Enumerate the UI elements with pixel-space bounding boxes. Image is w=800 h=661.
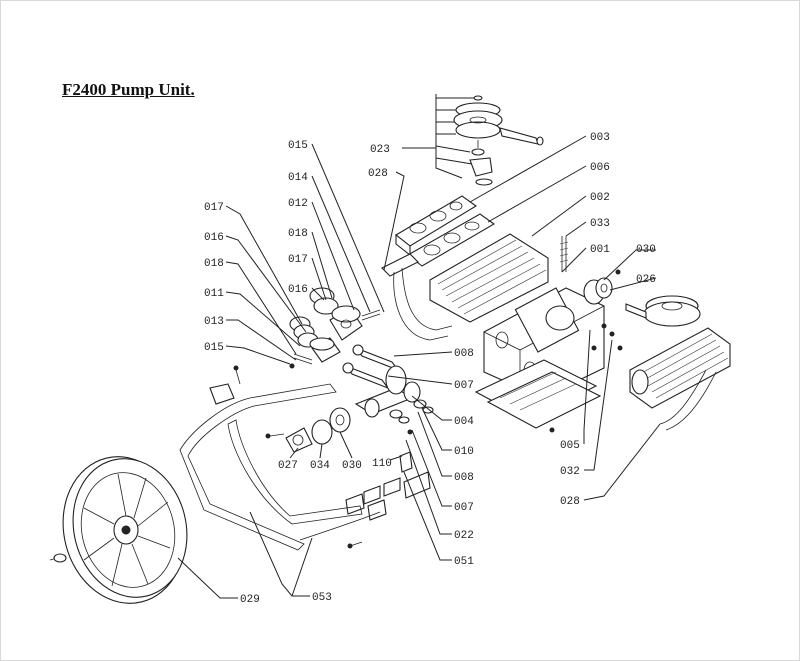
callout-017-left: 017 — [204, 202, 224, 214]
callout-029: 029 — [240, 594, 260, 606]
callout-012: 012 — [288, 198, 308, 210]
callout-022: 022 — [454, 530, 474, 542]
piston-small — [309, 337, 341, 363]
callout-053: 053 — [312, 592, 332, 604]
bearing-seal-left — [265, 407, 351, 453]
motor-pulley — [625, 295, 701, 327]
callout-003: 003 — [590, 132, 610, 144]
callout-030-left: 030 — [342, 460, 362, 472]
callout-017-right: 017 — [288, 254, 308, 266]
callout-032: 032 — [560, 466, 580, 478]
bearing-seal-right — [583, 269, 621, 305]
callout-007-top: 007 — [454, 380, 474, 392]
callout-010: 010 — [454, 446, 474, 458]
sump-plate — [474, 359, 602, 433]
callout-002: 002 — [590, 192, 610, 204]
callout-028-bottom: 028 — [560, 496, 580, 508]
callout-004: 004 — [454, 416, 474, 428]
callout-028-top: 028 — [368, 168, 388, 180]
callout-011: 011 — [204, 288, 224, 300]
long-screw — [559, 236, 569, 272]
piston-ring-stack — [289, 287, 339, 348]
callout-007-bottom: 007 — [454, 502, 474, 514]
callout-030-right: 030 — [636, 244, 656, 256]
cylinder-head-cover — [395, 195, 477, 257]
cylinder-block — [429, 233, 549, 323]
callout-014: 014 — [288, 172, 308, 184]
diagram-title: F2400 Pump Unit. — [62, 80, 195, 99]
callout-013: 013 — [204, 316, 224, 328]
crankcase — [483, 287, 605, 399]
callout-016-right: 016 — [288, 284, 308, 296]
callout-110: 110 — [372, 458, 392, 470]
callout-005: 005 — [560, 440, 580, 452]
callout-006: 006 — [590, 162, 610, 174]
callout-001: 001 — [590, 244, 610, 256]
flywheel — [49, 456, 188, 604]
crankshaft — [354, 365, 421, 418]
callout-018-right: 018 — [288, 228, 308, 240]
callout-015-left: 015 — [204, 342, 224, 354]
callout-034: 034 — [310, 460, 330, 472]
callout-033: 033 — [590, 218, 610, 230]
electric-motor — [629, 327, 731, 431]
callout-027: 027 — [278, 460, 298, 472]
belt-guard-frame — [179, 365, 381, 551]
head-gasket — [381, 253, 453, 341]
callout-051: 051 — [454, 556, 474, 568]
leader-lines — [177, 94, 661, 599]
small-fasteners-right — [591, 323, 623, 351]
callout-026: 026 — [636, 274, 656, 286]
unloader-pulley-assembly — [453, 95, 544, 186]
callout-015-top: 015 — [288, 140, 308, 152]
piston-large — [329, 305, 363, 341]
callout-016-left: 016 — [204, 232, 224, 244]
callout-018-left: 018 — [204, 258, 224, 270]
callout-023: 023 — [370, 144, 390, 156]
callout-labels: 003 006 002 033 001 030 026 023 028 015 … — [204, 132, 656, 606]
gudgeon-pins — [289, 309, 381, 369]
callout-008-bottom: 008 — [454, 472, 474, 484]
crank-small-parts — [389, 399, 434, 435]
callout-008-top: 008 — [454, 348, 474, 360]
connecting-rods — [342, 344, 400, 390]
